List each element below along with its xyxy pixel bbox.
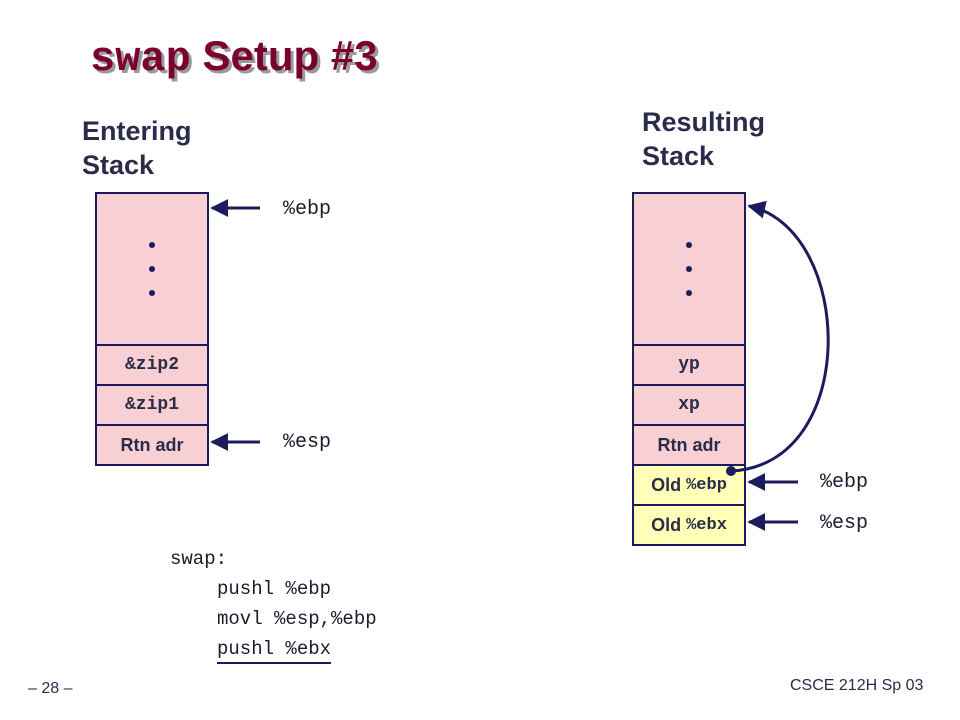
slide-title: swap Setup #3 — [90, 32, 378, 83]
code-line-3: pushl %ebx — [217, 638, 332, 664]
stack-ellipsis — [634, 194, 744, 344]
stack-cell-yp: yp — [634, 344, 744, 384]
code-label: swap: — [170, 548, 228, 570]
page-number: – 28 – — [28, 680, 73, 697]
stack-ellipsis — [97, 194, 207, 344]
code-line-2: movl %esp,%ebp — [217, 608, 377, 630]
right-ebp-label: %ebp — [820, 471, 869, 494]
title-text: Setup #3 — [202, 32, 378, 79]
course-label: CSCE 212H Sp 03 — [790, 677, 924, 694]
resulting-stack: yp xp Rtn adr Old %ebp Old %ebx — [632, 192, 746, 546]
right-esp-label: %esp — [820, 512, 869, 535]
stack-cell-old-ebx: Old %ebx — [634, 504, 744, 544]
stack-cell-zip1: &zip1 — [97, 384, 207, 424]
stack-cell-zip2: &zip2 — [97, 344, 207, 384]
entering-stack: &zip2 &zip1 Rtn adr — [95, 192, 209, 466]
left-esp-label: %esp — [283, 431, 332, 454]
title-mono: swap — [90, 35, 191, 83]
entering-stack-heading: Entering Stack — [82, 116, 192, 180]
stack-cell-rtn-adr: Rtn adr — [634, 424, 744, 464]
left-ebp-label: %ebp — [283, 198, 332, 221]
stack-cell-old-ebp: Old %ebp — [634, 464, 744, 504]
code-line-1: pushl %ebp — [217, 578, 332, 600]
resulting-stack-heading: Resulting Stack — [642, 107, 766, 171]
saved-ebp-link-arrow — [730, 200, 830, 473]
stack-cell-rtn-adr: Rtn adr — [97, 424, 207, 464]
stack-cell-xp: xp — [634, 384, 744, 424]
